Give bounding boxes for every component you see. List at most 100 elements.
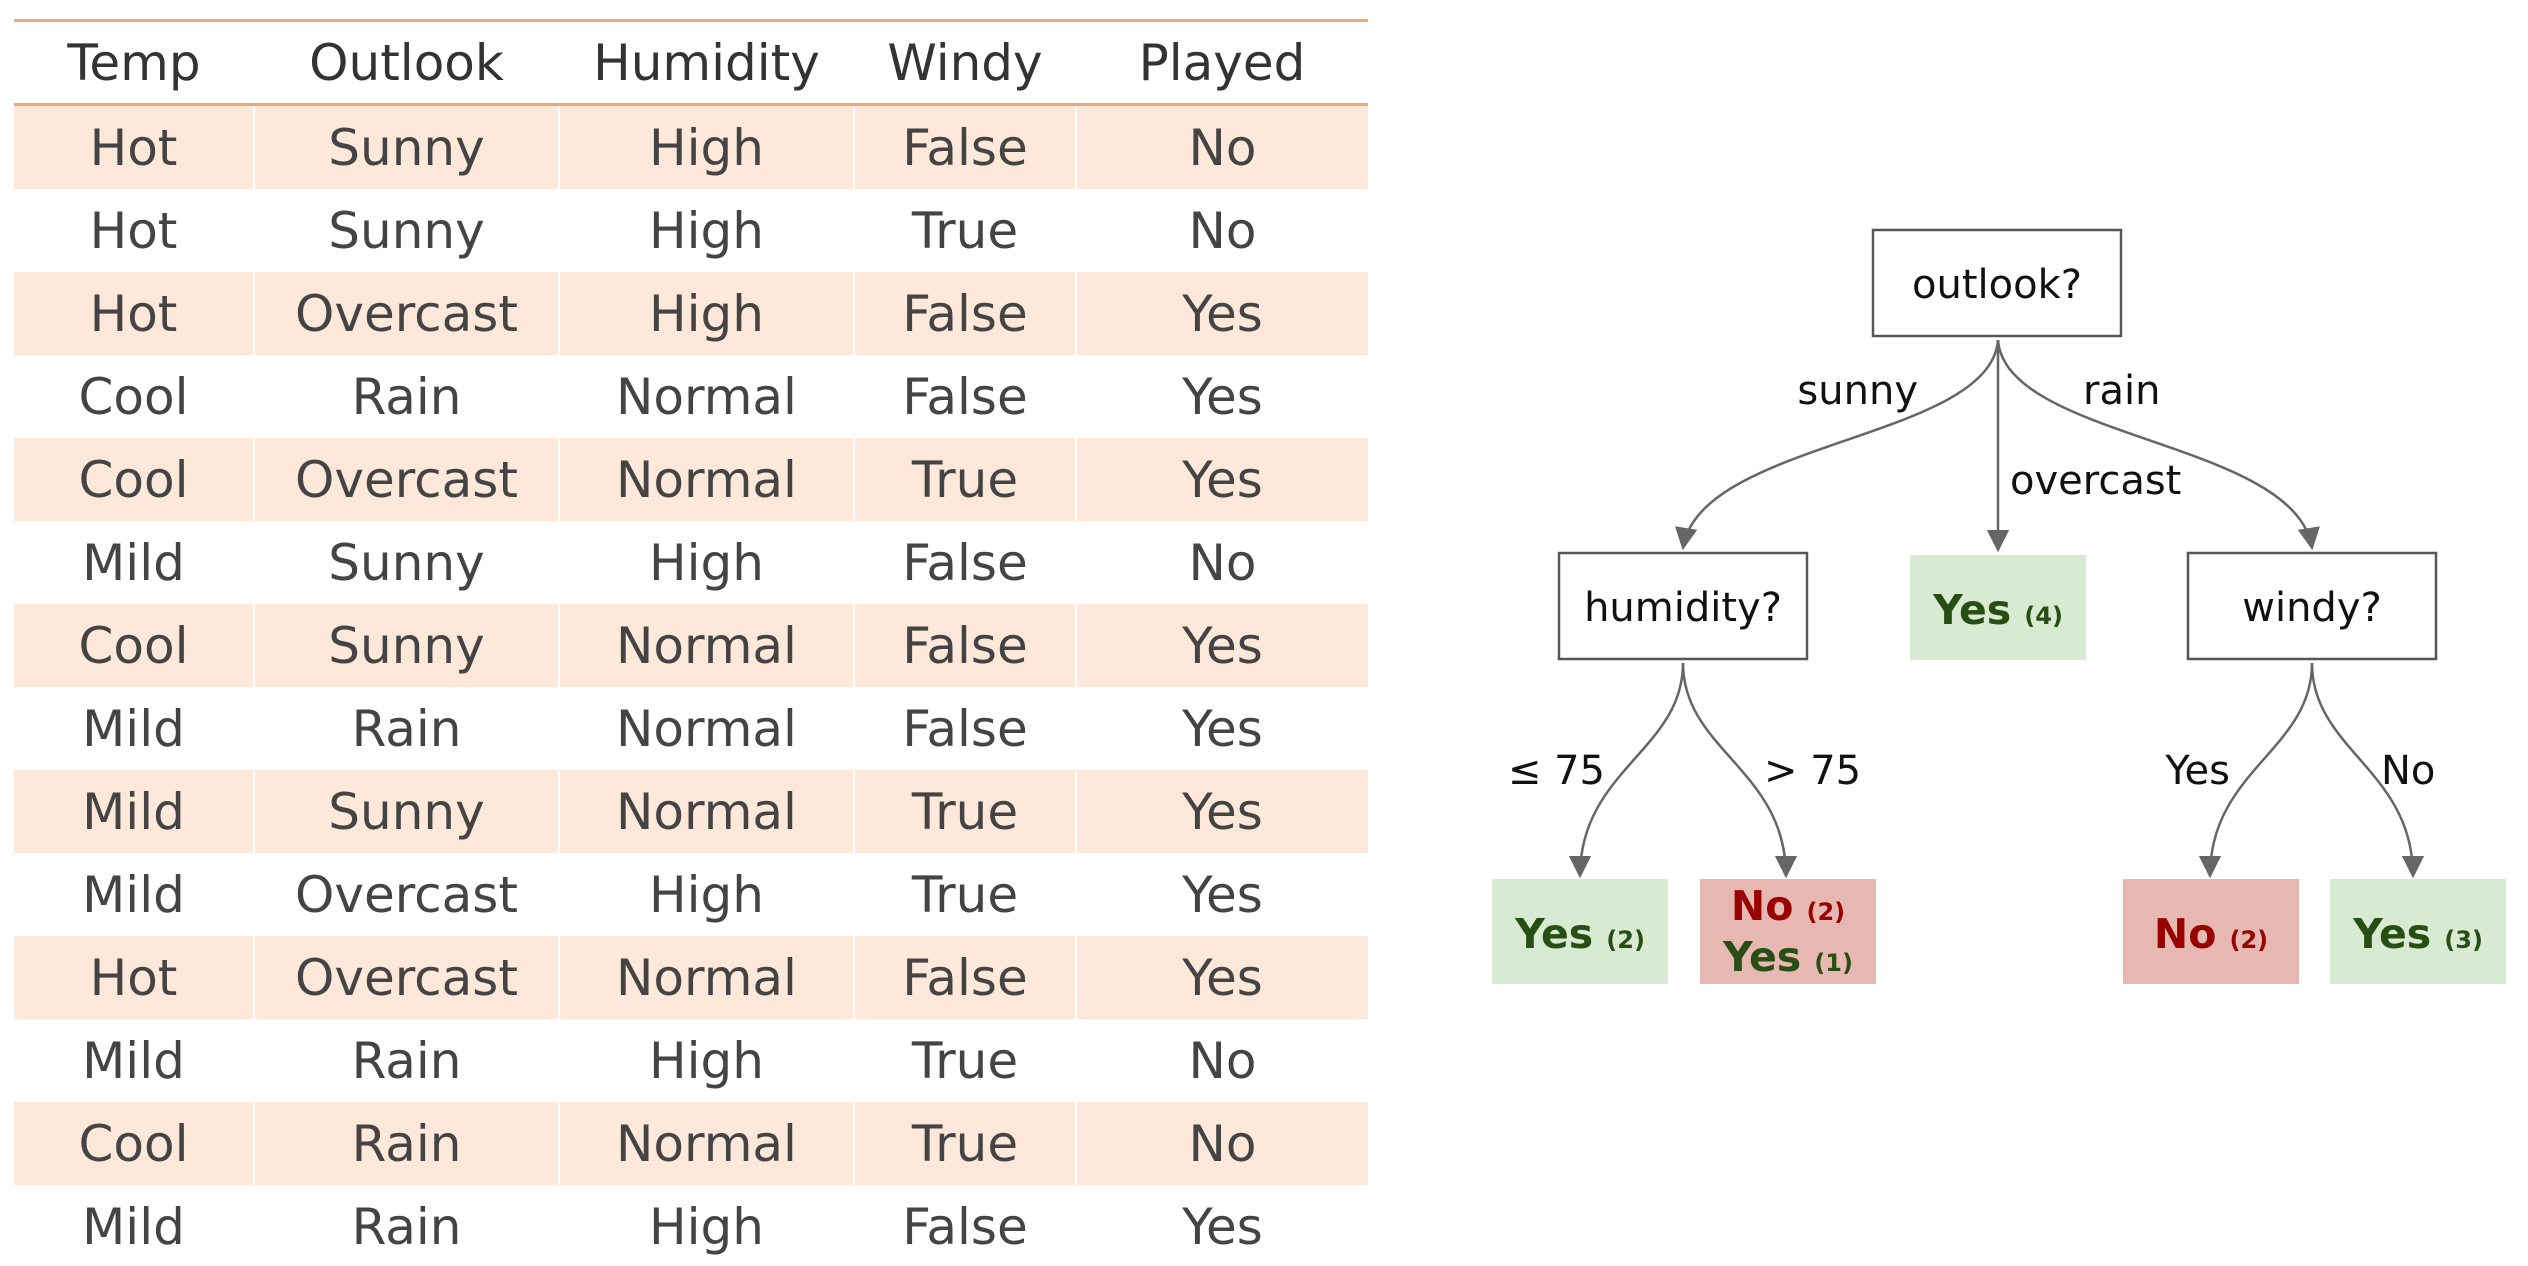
- leaf-humidity-gt75-yes-label: Yes: [1722, 933, 1801, 981]
- edge-label-le75: ≤ 75: [1508, 748, 1605, 794]
- leaf-overcast-yes-count: (4): [2024, 602, 2063, 630]
- node-outlook: outlook?: [1871, 228, 2123, 338]
- leaf-humidity-le75-count: (2): [1606, 926, 1645, 954]
- cell-played: Yes: [1075, 1185, 1368, 1266]
- cell-played: Yes: [1075, 770, 1368, 853]
- cell-humidity: High: [558, 189, 854, 272]
- cell-outlook: Overcast: [253, 438, 559, 521]
- cell-windy: True: [853, 853, 1076, 936]
- edge-label-rain: rain: [2083, 368, 2160, 414]
- edge-label-windy-yes: Yes: [2164, 748, 2230, 794]
- edge-gt75: [1681, 662, 1798, 879]
- cell-played: Yes: [1075, 604, 1368, 687]
- svg-text:No (2): No (2): [1731, 882, 1845, 930]
- cell-humidity: High: [558, 1185, 854, 1266]
- edge-windy-no: [2310, 662, 2425, 879]
- cell-temp: Mild: [14, 770, 254, 853]
- cell-outlook: Overcast: [253, 936, 559, 1019]
- cell-humidity: Normal: [558, 687, 854, 770]
- cell-played: No: [1075, 104, 1368, 189]
- cell-played: Yes: [1075, 853, 1368, 936]
- cell-temp: Hot: [14, 936, 254, 1019]
- cell-outlook: Rain: [253, 687, 559, 770]
- tree-edges: [1568, 339, 2425, 879]
- cell-windy: False: [853, 604, 1076, 687]
- cell-windy: False: [853, 936, 1076, 1019]
- svg-text:Yes (1): Yes (1): [1722, 933, 1853, 981]
- cell-windy: True: [853, 438, 1076, 521]
- cell-humidity: High: [558, 104, 854, 189]
- cell-temp: Hot: [14, 189, 254, 272]
- svg-text:No (2): No (2): [2154, 910, 2268, 958]
- edge-rain: [1996, 339, 2320, 551]
- node-humidity: humidity?: [1557, 551, 1809, 661]
- leaf-overcast-yes: Yes (4): [1910, 555, 2086, 660]
- leaf-windy-yes-count: (2): [2229, 926, 2268, 954]
- svg-text:Yes (2): Yes (2): [1514, 910, 1645, 958]
- column-header-humidity: Humidity: [559, 20, 854, 106]
- cell-windy: True: [853, 1019, 1076, 1102]
- cell-outlook: Overcast: [253, 272, 559, 355]
- leaf-windy-no-count: (3): [2444, 926, 2483, 954]
- column-header-temp: Temp: [14, 20, 254, 106]
- column-header-outlook: Outlook: [254, 20, 559, 106]
- cell-outlook: Sunny: [253, 521, 559, 604]
- cell-humidity: Normal: [558, 1102, 854, 1185]
- cell-outlook: Rain: [253, 1019, 559, 1102]
- column-header-played: Played: [1076, 20, 1368, 106]
- cell-played: No: [1075, 1102, 1368, 1185]
- cell-outlook: Sunny: [253, 770, 559, 853]
- cell-temp: Hot: [14, 104, 254, 189]
- leaf-windy-yes: No (2): [2123, 879, 2299, 984]
- leaf-humidity-gt75-no-label: No: [1731, 882, 1793, 930]
- leaf-humidity-le75: Yes (2): [1492, 879, 1668, 984]
- cell-outlook: Rain: [253, 355, 559, 438]
- cell-outlook: Sunny: [253, 104, 559, 189]
- node-outlook-label: outlook?: [1912, 262, 2082, 308]
- cell-played: Yes: [1075, 355, 1368, 438]
- cell-temp: Mild: [14, 1019, 254, 1102]
- cell-humidity: High: [558, 272, 854, 355]
- cell-windy: True: [853, 1102, 1076, 1185]
- edge-label-gt75: > 75: [1764, 748, 1861, 794]
- leaf-humidity-le75-label: Yes: [1514, 910, 1593, 958]
- cell-temp: Mild: [14, 853, 254, 936]
- cell-humidity: Normal: [558, 770, 854, 853]
- edge-windy-yes: [2198, 662, 2314, 879]
- cell-temp: Cool: [14, 438, 254, 521]
- cell-outlook: Overcast: [253, 853, 559, 936]
- cell-temp: Mild: [14, 687, 254, 770]
- cell-temp: Cool: [14, 604, 254, 687]
- cell-outlook: Rain: [253, 1185, 559, 1266]
- leaf-humidity-gt75: No (2) Yes (1): [1700, 879, 1876, 984]
- node-humidity-label: humidity?: [1584, 585, 1782, 631]
- svg-text:Yes (4): Yes (4): [1932, 586, 2063, 634]
- node-windy: windy?: [2186, 551, 2438, 661]
- cell-outlook: Sunny: [253, 604, 559, 687]
- cell-humidity: Normal: [558, 355, 854, 438]
- cell-windy: False: [853, 521, 1076, 604]
- cell-windy: False: [853, 687, 1076, 770]
- cell-played: Yes: [1075, 272, 1368, 355]
- leaf-windy-no: Yes (3): [2330, 879, 2506, 984]
- edge-label-sunny: sunny: [1797, 368, 1918, 414]
- cell-windy: False: [853, 272, 1076, 355]
- edge-label-windy-no: No: [2381, 748, 2435, 794]
- cell-outlook: Sunny: [253, 189, 559, 272]
- cell-humidity: High: [558, 1019, 854, 1102]
- cell-played: Yes: [1075, 687, 1368, 770]
- cell-windy: False: [853, 1185, 1076, 1266]
